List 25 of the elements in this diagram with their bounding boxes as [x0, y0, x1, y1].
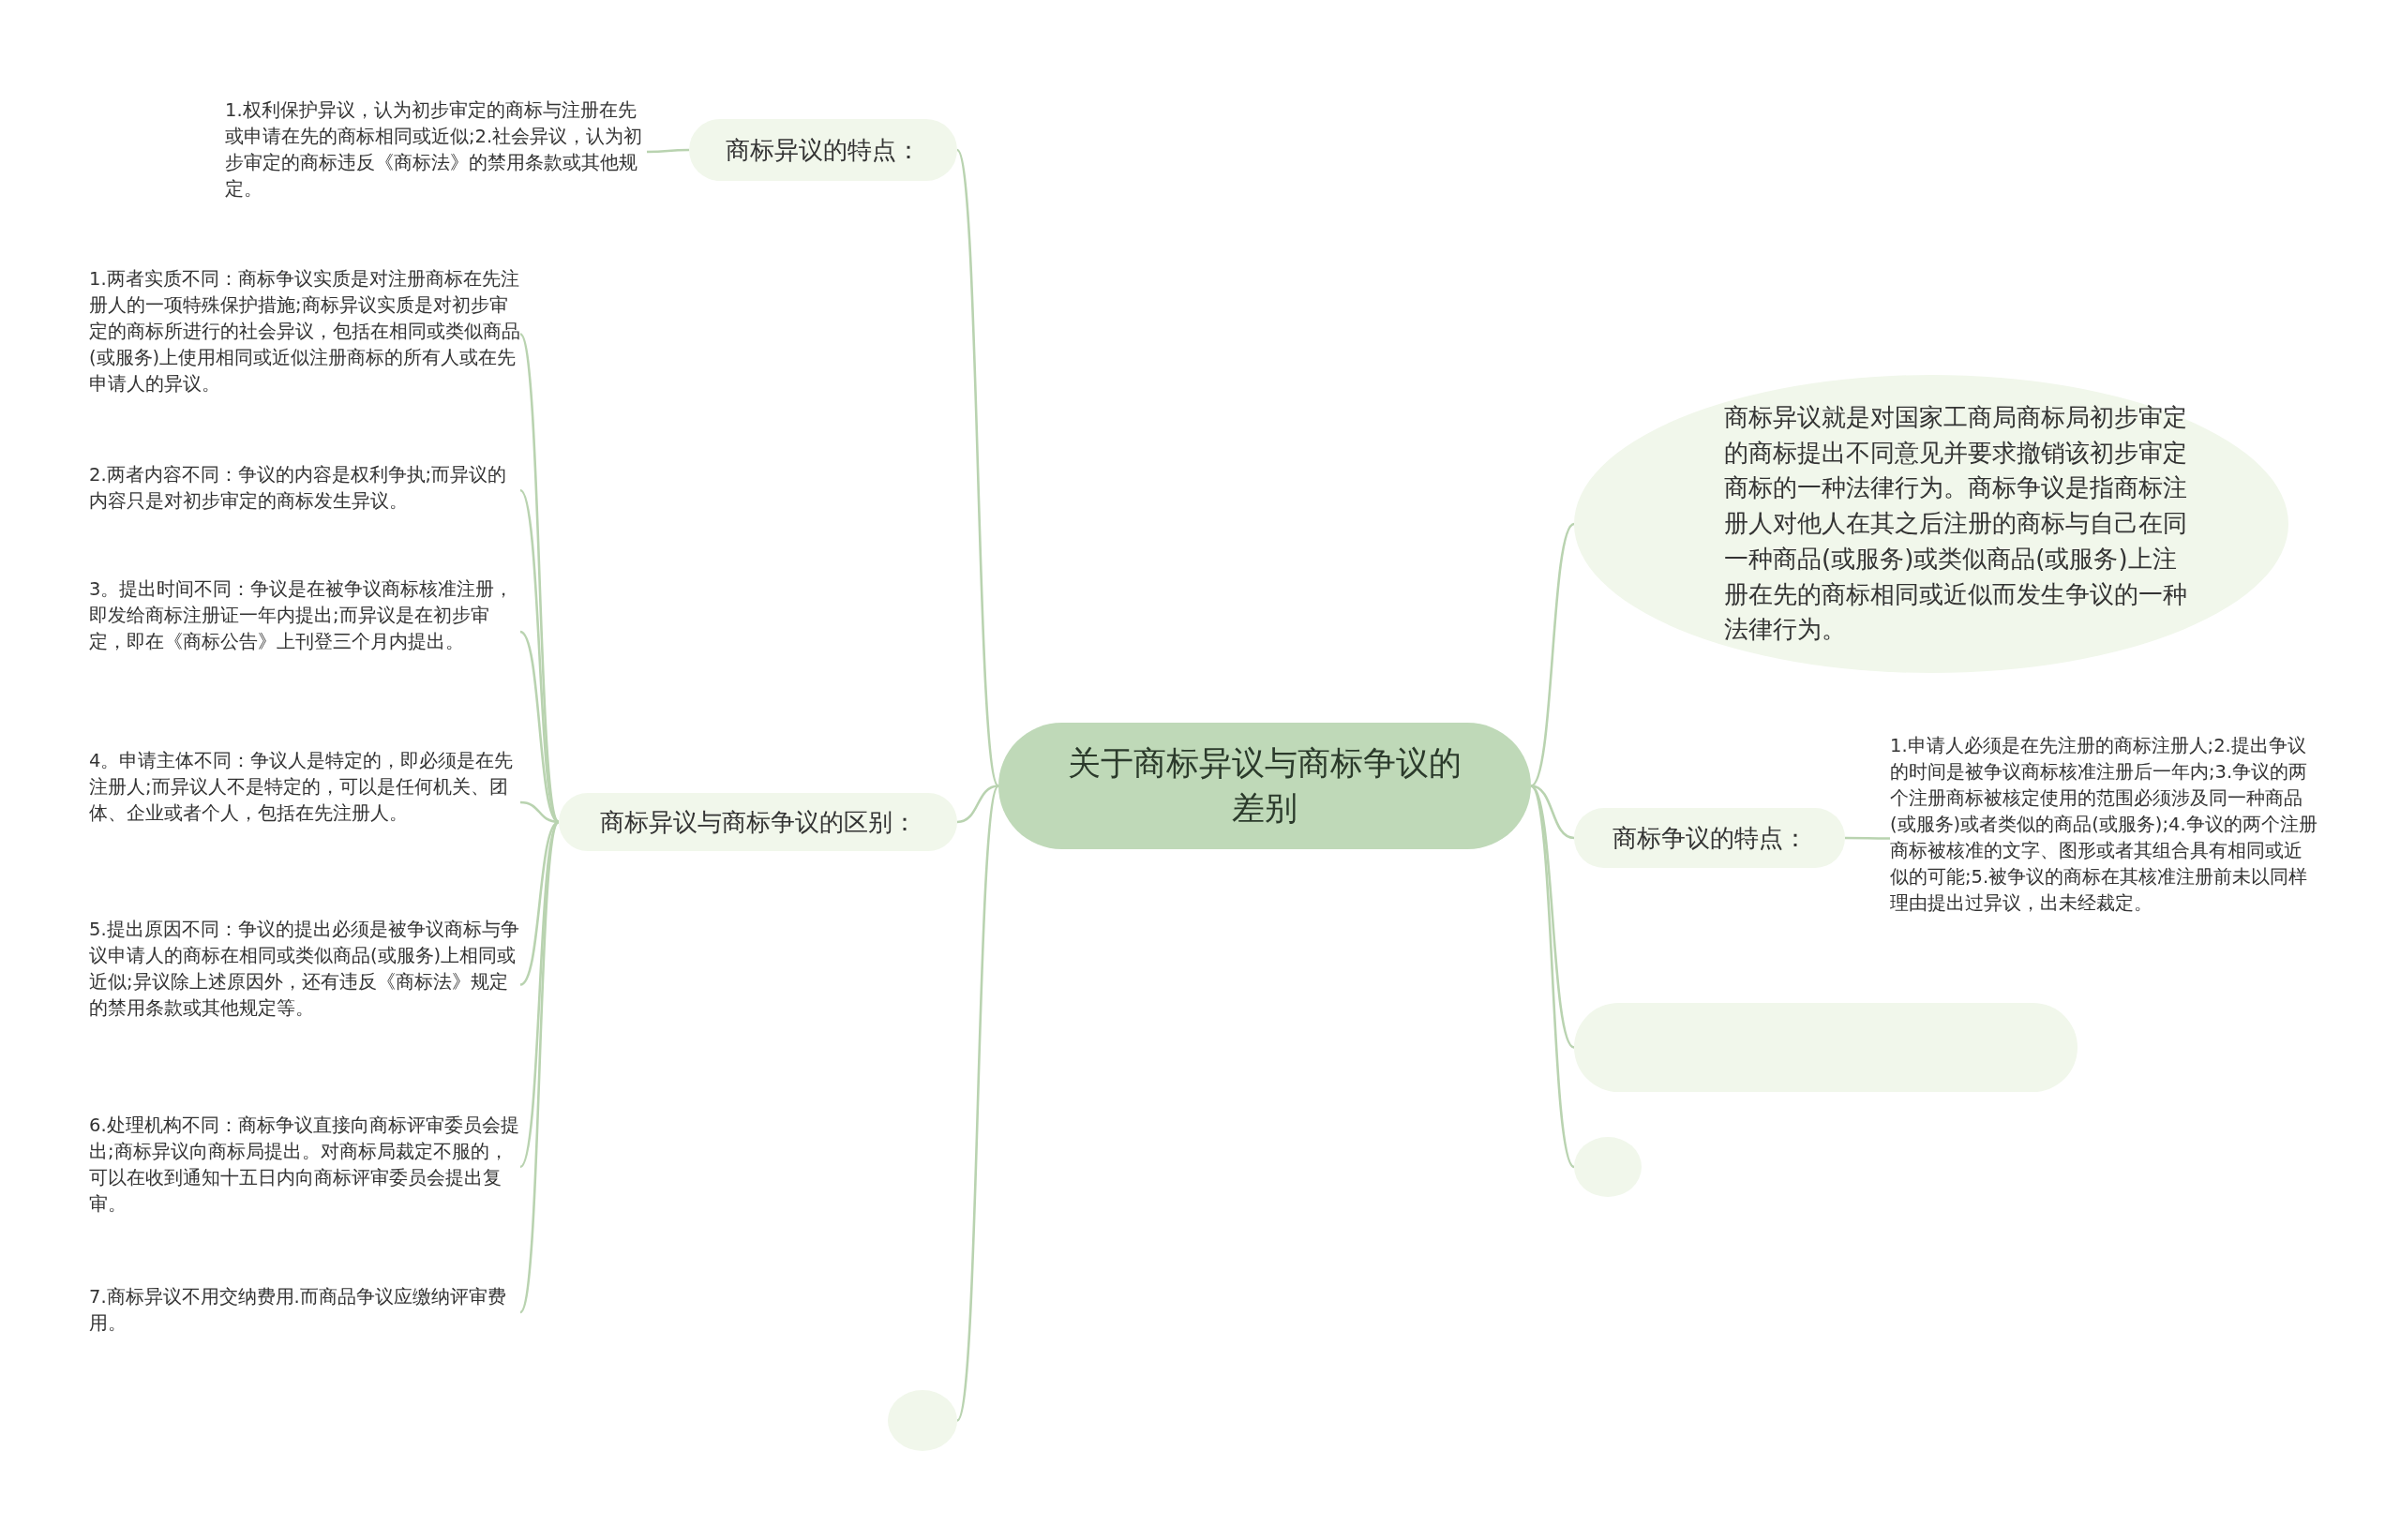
connector-line — [518, 489, 561, 823]
connector-line — [518, 821, 561, 1313]
topic-label: 商标异议与商标争议的区别： — [599, 806, 917, 838]
note-text: 3。提出时间不同：争议是在被争议商标核准注册，即发给商标注册证一年内提出;而异议是在初步审定，即在《商标公告》上刊登三个月内提出。 — [89, 577, 515, 655]
connector-line — [518, 821, 561, 1168]
topic-label: 商标争议的特点： — [1612, 822, 1808, 854]
connector-line — [1845, 836, 1890, 840]
connector-line — [955, 149, 1000, 786]
note-text: 1.申请人必须是在先注册的商标注册人;2.提出争议的时间是被争议商标核准注册后一年内;3.争议的两个注册商标被核定使用的范围必须涉及同一种商品(或服务)或者类似的商品(或服务);4.争议的两个注册商标被核准的文字、图形或者其组合具有相同或近似的可能;5.被争议的商标在其核准注册前未以同样理由提出过异议，出未经裁定。 — [1890, 734, 2318, 917]
note-text: 7.商标异议不用交纳费用.而商品争议应缴纳评审费用。 — [89, 1285, 507, 1337]
note-text: 商标异议就是对国家工商局商标局初步审定的商标提出不同意见并要求撤销该初步审定商标的一种法律行为。商标争议是指商标注册人对他人在其之后注册的商标与自己在同一种商品(或服务)或类似商品(或服务)上注册在先的商标相同或近似而发生争议的一种法律行为。 — [1724, 402, 2188, 646]
note-text: 6.处理机构不同：商标争议直接向商标评审委员会提出;商标异议向商标局提出。对商标局裁定不服的，可以在收到通知十五日内向商标评审委员会提出复审。 — [89, 1114, 520, 1218]
connector-line — [518, 333, 561, 823]
note-text: 1.权利保护异议，认为初步审定的商标与注册在先或申请在先的商标相同或近似;2.社会异议，认为初步审定的商标违反《商标法》的禁用条款或其他规定。 — [225, 98, 644, 202]
note-text: 2.两者内容不同：争议的内容是权利争执;而异议的内容只是对初步审定的商标发生异议。 — [89, 463, 508, 515]
topic-label: 关于商标异议与商标争议的差别 — [1067, 743, 1462, 829]
note-text: 5.提出原因不同：争议的提出必须是被争议商标与争议申请人的商标在相同或类似商品(或服务)上相同或近似;异议除上述原因外，还有违反《商标法》规定的禁用条款或其他规定等。 — [89, 918, 520, 1022]
connector-line — [1529, 785, 1576, 1168]
connector-line — [956, 785, 999, 824]
note-text: 4。申请主体不同：争议人是特定的，即必须是在先注册人;而异议人不是特定的，可以是任何机关、团体、企业或者个人，包括在先注册人。 — [89, 749, 515, 827]
connector-line — [955, 785, 1000, 1421]
connector-line — [647, 148, 689, 154]
note-text: 1.两者实质不同：商标争议实质是对注册商标在先注册人的一项特殊保护措施;商标异议实质是对初步审定的商标所进行的社会异议，包括在相同或类似商品(或服务)上使用相同或近似注册商标的所有人或在先申请人的异议。 — [89, 267, 520, 397]
connector-line — [1530, 523, 1575, 787]
topic-label: 商标异议的特点： — [726, 134, 921, 166]
